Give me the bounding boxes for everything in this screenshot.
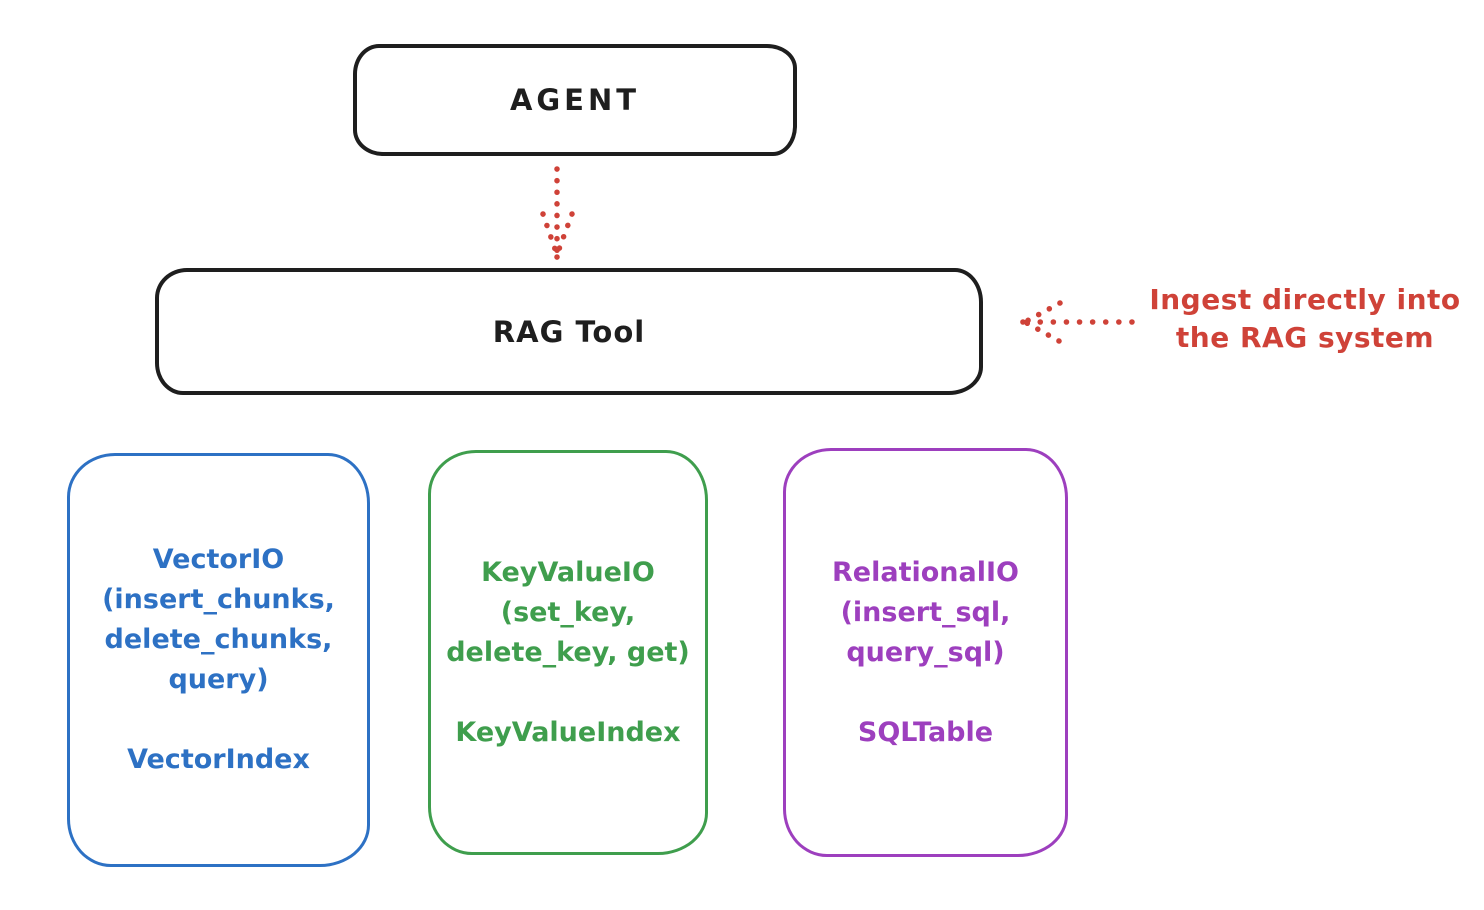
vector-io-node: VectorIO (insert_chunks, delete_chunks, … — [67, 453, 370, 867]
relational-io-label: RelationalIO — [832, 556, 1019, 588]
agent-to-ragtool-arrow-icon — [540, 166, 575, 260]
vector-io-method-line: query) — [168, 664, 269, 695]
ingest-annotation-line-1: Ingest directly into — [1149, 283, 1461, 316]
rag-tool-node: RAG Tool — [155, 268, 983, 395]
ingest-annotation-line-2: the RAG system — [1175, 321, 1435, 354]
annotation-arrow-icon — [1020, 300, 1135, 344]
keyvalue-io-text: KeyValueIO (set_key, delete_key, get) Ke… — [446, 553, 690, 753]
agent-node: AGENT — [353, 44, 797, 156]
relational-io-text: RelationalIO (insert_sql, query_sql) SQL… — [832, 553, 1019, 753]
vector-io-label: VectorIO — [152, 544, 285, 575]
sql-table-label: SQLTable — [857, 716, 994, 748]
relational-io-method-line: (insert_sql, — [840, 596, 1011, 628]
keyvalue-io-method-line: (set_key, — [500, 596, 636, 628]
relational-io-method-line: query_sql) — [846, 636, 1005, 668]
vector-io-method-line: delete_chunks, — [104, 624, 333, 655]
vector-io-text: VectorIO (insert_chunks, delete_chunks, … — [102, 540, 335, 780]
vector-io-method-line: (insert_chunks, — [102, 584, 335, 615]
relational-io-node: RelationalIO (insert_sql, query_sql) SQL… — [783, 448, 1068, 857]
agent-node-label: AGENT — [509, 83, 641, 117]
keyvalue-index-label: KeyValueIndex — [455, 716, 681, 748]
ingest-annotation: Ingest directly into the RAG system — [1140, 281, 1470, 357]
keyvalue-io-method-line: delete_key, get) — [446, 636, 690, 668]
keyvalue-io-node: KeyValueIO (set_key, delete_key, get) Ke… — [428, 450, 708, 855]
rag-tool-node-label: RAG Tool — [492, 314, 646, 349]
vector-index-label: VectorIndex — [127, 744, 310, 775]
keyvalue-io-label: KeyValueIO — [481, 556, 655, 588]
